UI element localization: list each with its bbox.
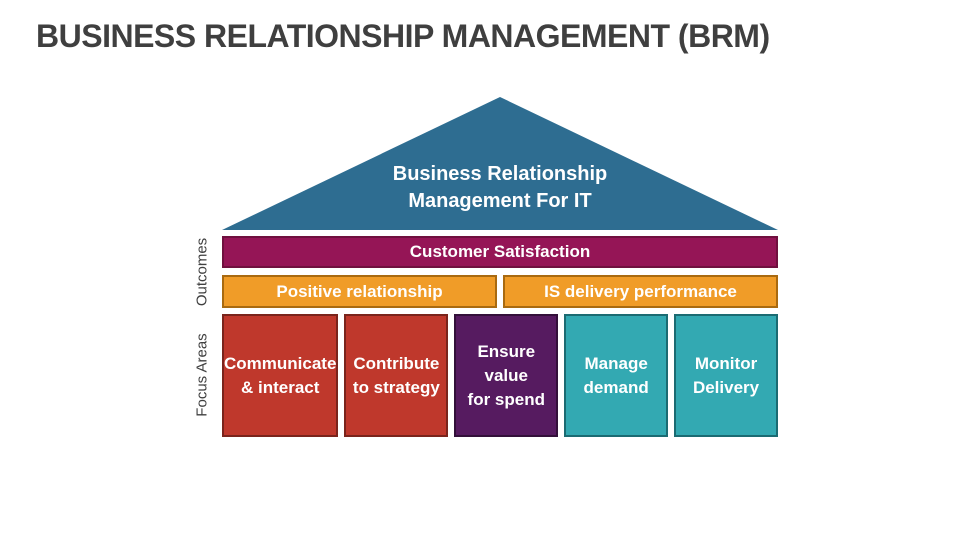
focus-cell-contribute-to-strategy: Contribute to strategy: [344, 314, 449, 437]
focus-areas-side-label: Focus Areas: [193, 333, 211, 417]
customer-satisfaction-label: Customer Satisfaction: [409, 242, 591, 261]
outcome-cell-positive-relationship: Positive relationship: [222, 275, 497, 308]
focus-cell-ensure-value-for-spend: Ensure value for spend: [454, 314, 559, 437]
focus-cell-manage-demand: Manage demand: [564, 314, 669, 437]
focus-cell-communicate-interact: Communicate & interact: [222, 314, 339, 437]
positive-relationship-label: Positive relationship: [276, 281, 443, 301]
outcomes-row: Positive relationship IS delivery perfor…: [222, 275, 778, 308]
outcomes-side-label: Outcomes: [193, 237, 211, 307]
manage-demand-label: Manage demand: [583, 353, 649, 397]
is-delivery-performance-label: IS delivery performance: [544, 281, 737, 301]
focus-areas-row: Communicate & interact Contribute to str…: [222, 314, 778, 437]
ensure-value-for-spend-label: Ensure value for spend: [467, 341, 545, 409]
roof-triangle: Business Relationship Management For IT: [222, 97, 778, 230]
outcome-cell-customer-satisfaction: Customer Satisfaction: [222, 236, 778, 268]
page-title: BUSINESS RELATIONSHIP MANAGEMENT (BRM): [36, 18, 770, 54]
monitor-delivery-label: Monitor Delivery: [692, 353, 760, 397]
communicate-interact-label: Communicate & interact: [224, 353, 337, 397]
roof-label: Business Relationship Management For IT: [392, 163, 608, 212]
contribute-to-strategy-label: Contribute to strategy: [352, 353, 440, 397]
focus-cell-monitor-delivery: Monitor Delivery: [674, 314, 778, 437]
outcome-cell-is-delivery-performance: IS delivery performance: [503, 275, 778, 308]
